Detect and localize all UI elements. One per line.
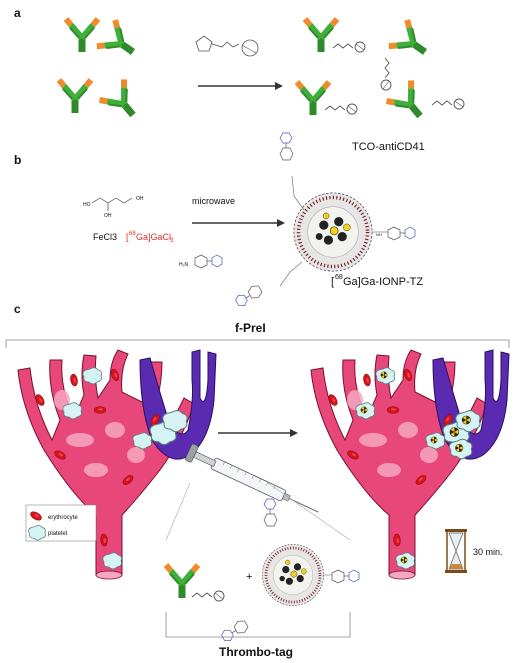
svg-text:[: [ (126, 232, 129, 242)
svg-text:Ga]Ga-IONP-TZ: Ga]Ga-IONP-TZ (343, 276, 423, 288)
antibody-icon (100, 79, 146, 125)
citrate-structure-icon: HO OH OH (83, 196, 144, 219)
antibody-icon (166, 565, 198, 598)
panel-a-reaction-arrow (198, 82, 283, 90)
gacl3-label: [ 68 Ga]GaCl 3 (126, 231, 174, 244)
antibody-icon (66, 19, 98, 52)
tetrazine-amine-structure-icon: H₂N (179, 254, 223, 269)
tco-linker-icon (332, 41, 366, 53)
tco-linker-icon (431, 98, 465, 110)
f-prei-label: f-PreI (235, 321, 266, 335)
tco-linker-icon (380, 57, 392, 91)
time-label: 30 min. (473, 547, 503, 557)
hourglass-icon (445, 529, 467, 573)
svg-text:[: [ (331, 276, 334, 288)
nanoparticle-icon (261, 543, 325, 607)
thrombo-tag-label: Thrombo-tag (219, 645, 293, 659)
panel-a-label: a (14, 6, 21, 20)
svg-text:NH: NH (376, 232, 382, 237)
antibody-icon (97, 20, 142, 65)
panel-c-arrow (218, 429, 298, 437)
thrombo-tag-bracket (165, 612, 351, 638)
plus-sign: + (246, 571, 252, 583)
panel-b-reaction-arrow (192, 219, 285, 227)
legend-erythrocyte: erythrocyte (48, 515, 78, 521)
microwave-label: microwave (192, 196, 235, 206)
svg-text:H₂N: H₂N (179, 262, 189, 268)
vessel-tree-right (310, 349, 510, 580)
svg-text:HO: HO (83, 202, 91, 208)
svg-text:OH: OH (136, 196, 144, 202)
panel-b-label: b (14, 153, 21, 167)
antibody-icon (297, 82, 329, 115)
vessel-tree-left (17, 349, 217, 580)
panel-a-antibodies-left (59, 19, 145, 125)
svg-text:68: 68 (129, 231, 136, 237)
iron-oxide-nanoparticle-label: [ 68 Ga]Ga-IONP-TZ (331, 274, 423, 288)
f-prei-bracket (5, 339, 510, 348)
svg-text:3: 3 (170, 238, 174, 244)
syringe-icon (184, 442, 323, 521)
tco-linker-icon (191, 590, 225, 602)
antibody-icon (389, 20, 434, 65)
zoom-lines (165, 482, 351, 541)
fecl3-label: FeCl3 (93, 232, 117, 242)
nhs-tco-reagent-icon (195, 35, 259, 57)
legend-platelet: platelet (48, 531, 68, 537)
nanoparticle-icon: NH (233, 132, 416, 309)
panel-c-label: c (14, 302, 21, 316)
platelet-icon (28, 525, 46, 541)
legend: erythrocyte platelet (25, 504, 97, 542)
svg-text:Ga]GaCl: Ga]GaCl (136, 232, 171, 242)
tco-linker-icon (324, 103, 358, 115)
thrombo-tag-components: + (166, 498, 360, 644)
antibody-icon (387, 80, 433, 126)
antibody-icon (305, 19, 337, 52)
panel-a-antibodies-right (297, 19, 465, 126)
svg-text:68: 68 (335, 274, 343, 281)
svg-text:OH: OH (104, 213, 112, 219)
antibody-icon (59, 80, 91, 113)
tco-anticd41-label: TCO-antiCD41 (352, 141, 425, 153)
